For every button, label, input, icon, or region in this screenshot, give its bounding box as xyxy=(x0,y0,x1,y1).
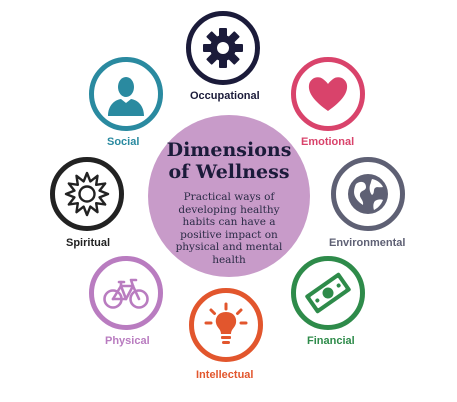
financial-circle xyxy=(291,256,365,330)
environmental-circle xyxy=(331,157,405,231)
label-spiritual: Spiritual xyxy=(66,237,111,249)
title-line-2: of Wellness xyxy=(168,161,290,183)
sun-icon xyxy=(63,170,111,218)
emotional-circle xyxy=(291,57,365,131)
occupational-circle xyxy=(186,11,260,85)
spiritual-circle xyxy=(50,157,124,231)
label-physical: Physical xyxy=(105,335,150,347)
social-circle xyxy=(89,57,163,131)
label-occupational: Occupational xyxy=(190,90,260,102)
label-social: Social xyxy=(107,136,140,148)
bicycle-icon xyxy=(102,269,150,317)
lightbulb-icon xyxy=(202,301,250,349)
intellectual-circle xyxy=(189,288,263,362)
heart-icon xyxy=(304,70,352,118)
title-line-1: Dimensions xyxy=(166,139,292,161)
label-intellectual: Intellectual xyxy=(196,369,254,381)
diagram-description: Practical ways of developing healthy hab… xyxy=(175,191,283,266)
label-environmental: Environmental xyxy=(329,237,406,249)
label-emotional: Emotional xyxy=(301,136,355,148)
label-financial: Financial xyxy=(307,335,355,347)
money-icon xyxy=(304,269,352,317)
person-icon xyxy=(102,70,150,118)
globe-icon xyxy=(344,170,392,218)
center-circle: Dimensions of Wellness Practical ways of… xyxy=(148,115,310,277)
physical-circle xyxy=(89,256,163,330)
gear-icon xyxy=(199,24,247,72)
diagram-title: Dimensions of Wellness xyxy=(148,139,310,183)
